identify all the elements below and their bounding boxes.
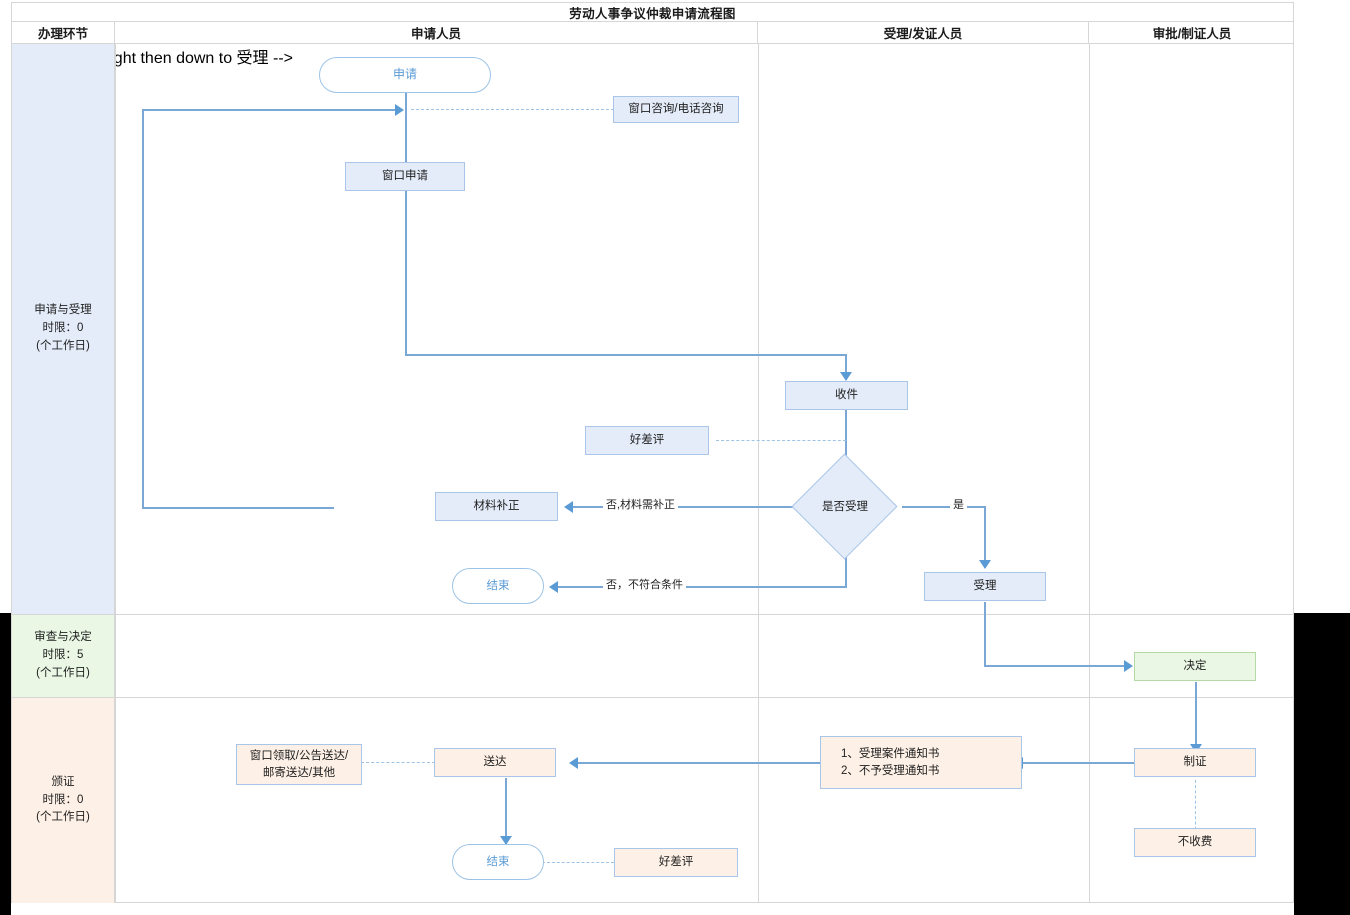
node-no-fee[interactable]: 不收费 (1134, 828, 1256, 857)
phase-divider-2 (12, 697, 1293, 698)
lane-divider-1 (115, 44, 116, 902)
edge-decision-yes-down (984, 506, 986, 568)
edge-window-down (405, 190, 407, 356)
edge-label-yes: 是 (950, 496, 967, 512)
phase-name-1: 申请与受理 (34, 304, 92, 317)
edge-cert-to-nofee-dashed (1195, 780, 1196, 840)
node-decide-accept[interactable]: 是否受理 (822, 500, 868, 513)
swimlane-grid: 申请与受理 时限：0 (个工作日) 审查与决定 时限：5 (个工作日) 颁证 时… (11, 44, 1294, 903)
node-apply[interactable]: 申请 (319, 57, 491, 93)
node-receive[interactable]: 收件 (785, 381, 908, 410)
node-end-1[interactable]: 结束 (452, 568, 544, 604)
node-deliver-ways[interactable]: 窗口领取/公告送达/ 邮寄送达/其他 (236, 744, 362, 785)
edge-deliver-to-end (505, 778, 507, 844)
phase-cell-review-decide: 审查与决定 时限：5 (个工作日) (12, 615, 115, 697)
edge-rating2-dashed (542, 862, 614, 863)
node-accept[interactable]: 受理 (924, 572, 1046, 601)
lane-divider-3 (1089, 44, 1090, 902)
page-gutter-right (1294, 613, 1350, 915)
edge-decision-to-cert (1195, 682, 1197, 752)
edge-loopback-vertical (142, 109, 144, 509)
edge-decision-no-left (557, 586, 847, 588)
edge-decision-no-down (845, 532, 847, 587)
arrowhead-notices-to-deliver (569, 757, 578, 769)
node-consult[interactable]: 窗口咨询/电话咨询 (613, 96, 739, 123)
node-material-fix[interactable]: 材料补正 (435, 492, 558, 521)
column-header-approver: 审批/制证人员 (1152, 27, 1232, 41)
node-review-rating-1[interactable]: 好差评 (585, 426, 709, 455)
edge-decision-to-fix (572, 506, 794, 508)
edge-cert-to-notices (1022, 762, 1135, 764)
node-end-2[interactable]: 结束 (452, 844, 544, 880)
arrowhead-into-receive (840, 372, 852, 381)
column-header-stage: 办理环节 (12, 22, 115, 43)
column-header-applicant: 申请人员 (115, 22, 758, 43)
phase-divider-1 (12, 614, 1293, 615)
edge-decision-yes (902, 506, 985, 508)
phase-cell-apply-accept: 申请与受理 时限：0 (个工作日) (12, 44, 115, 614)
arrowhead-decision-no (549, 581, 558, 593)
phase-limit-1: 时限：0 (42, 322, 84, 335)
arrowhead-deliver-to-end (500, 836, 512, 845)
chart-title: 劳动人事争议仲裁申请流程图 (11, 2, 1294, 22)
edge-into-receive (845, 354, 847, 380)
node-window-apply[interactable]: 窗口申请 (345, 162, 465, 191)
node-deliver[interactable]: 送达 (434, 748, 556, 777)
phase-name-3: 颁证 (51, 775, 75, 788)
node-notices[interactable]: 1、受理案件通知书 2、不予受理通知书 (820, 736, 1022, 789)
column-header-row: 办理环节 申请人员 受理/发证人员 审批/制证人员 (11, 22, 1294, 44)
edge-loopback-to-fix (142, 507, 334, 509)
phase-limit-3: 时限：0 (42, 793, 84, 806)
arrowhead-decision-to-fix (564, 501, 573, 513)
edge-label-no-need-fix: 否,材料需补正 (603, 496, 679, 512)
edge-accept-down (984, 602, 986, 666)
phase-cell-issue-cert: 颁证 时限：0 (个工作日) (12, 698, 115, 903)
edge-consult-dashed (411, 109, 624, 110)
page-gutter-left (0, 613, 11, 915)
phase-unit-2: (个工作日) (36, 666, 90, 679)
arrowhead-loopback (395, 104, 404, 116)
edge-apply-to-window (405, 92, 407, 170)
edge-window-to-receive (405, 354, 846, 356)
phase-limit-2: 时限：5 (42, 649, 84, 662)
edge-notices-to-deliver (577, 762, 821, 764)
arrowhead-accept-to-decision (1124, 660, 1133, 672)
column-header-acceptor: 受理/发证人员 (758, 22, 1089, 43)
arrowhead-decision-yes (979, 560, 991, 569)
node-decision[interactable]: 决定 (1134, 652, 1256, 681)
node-make-cert[interactable]: 制证 (1134, 748, 1256, 777)
edge-accept-to-decision (984, 665, 1131, 667)
lane-divider-2 (758, 44, 759, 902)
edge-rating1-dashed (716, 440, 846, 441)
phase-unit-3: (个工作日) (36, 811, 90, 824)
edge-deliverways-dashed (361, 762, 435, 763)
node-review-rating-2[interactable]: 好差评 (614, 848, 738, 877)
phase-name-2: 审查与决定 (34, 631, 92, 644)
edge-receive-to-decision (845, 409, 847, 484)
edge-loopback-horizontal (142, 109, 400, 111)
edge-label-no-not-match: 否，不符合条件 (603, 576, 686, 592)
phase-unit-1: (个工作日) (36, 339, 90, 352)
